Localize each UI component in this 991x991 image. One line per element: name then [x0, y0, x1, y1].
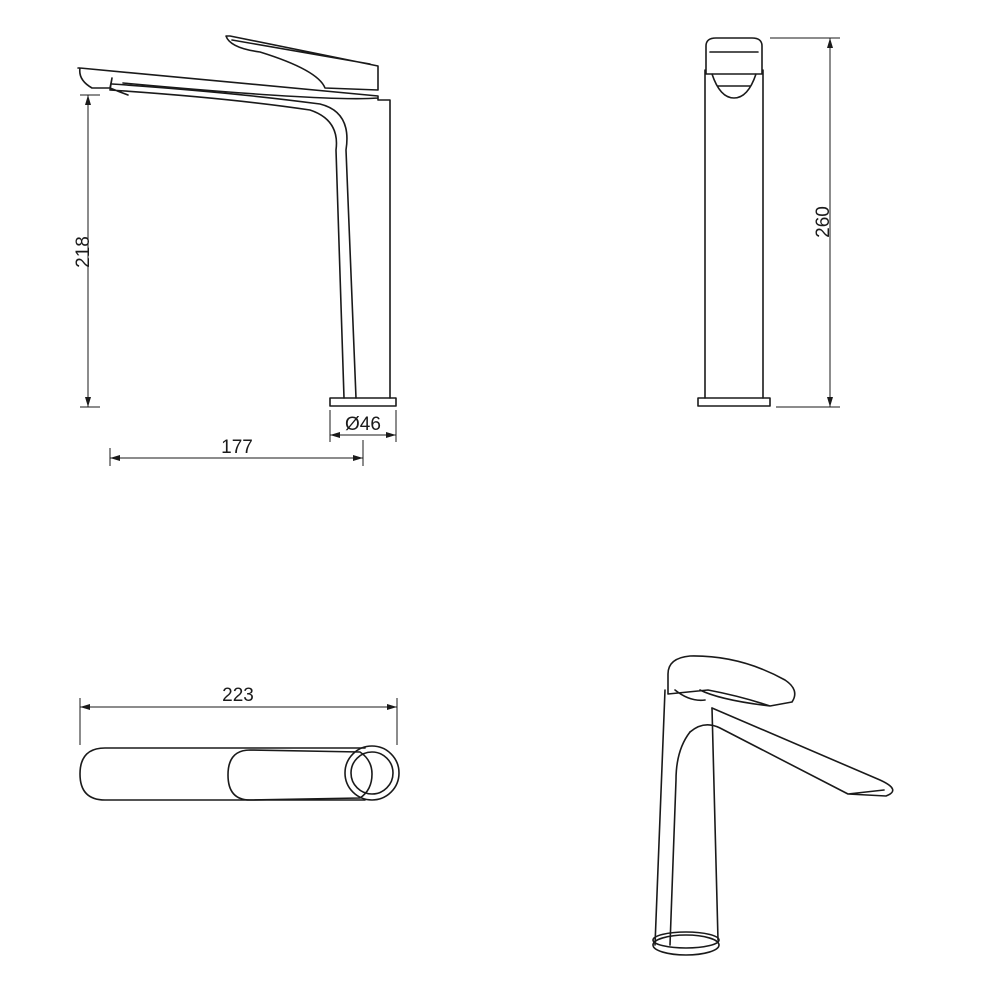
- top-spout: [79, 747, 366, 801]
- top-base-inner-circle: [350, 751, 394, 795]
- persp-base-top: [652, 931, 720, 949]
- persp-base-plate: [652, 934, 720, 956]
- top-view: 223: [79, 685, 400, 801]
- base-plate: [329, 397, 397, 407]
- front-body: [704, 69, 764, 399]
- diameter-dim-label: Ø46: [345, 414, 381, 435]
- spout-outline: [77, 67, 391, 399]
- top-base-circle: [344, 745, 400, 801]
- height-dim-label: 218: [73, 236, 94, 268]
- front-handle-cap: [705, 37, 763, 99]
- length-dim-label: 223: [222, 685, 254, 706]
- perspective-view: [652, 655, 894, 956]
- front-view: 260: [697, 37, 840, 408]
- front-base-plate: [697, 397, 771, 407]
- persp-handle: [667, 655, 796, 707]
- reach-dim-label: 177: [221, 437, 253, 458]
- side-view: 218 Ø46 177: [73, 35, 397, 466]
- handle-outline: [225, 35, 379, 91]
- persp-spout: [689, 707, 894, 797]
- front-height-dim-label: 260: [813, 206, 834, 238]
- spout-inner-line: [111, 83, 357, 399]
- persp-body: [654, 689, 719, 946]
